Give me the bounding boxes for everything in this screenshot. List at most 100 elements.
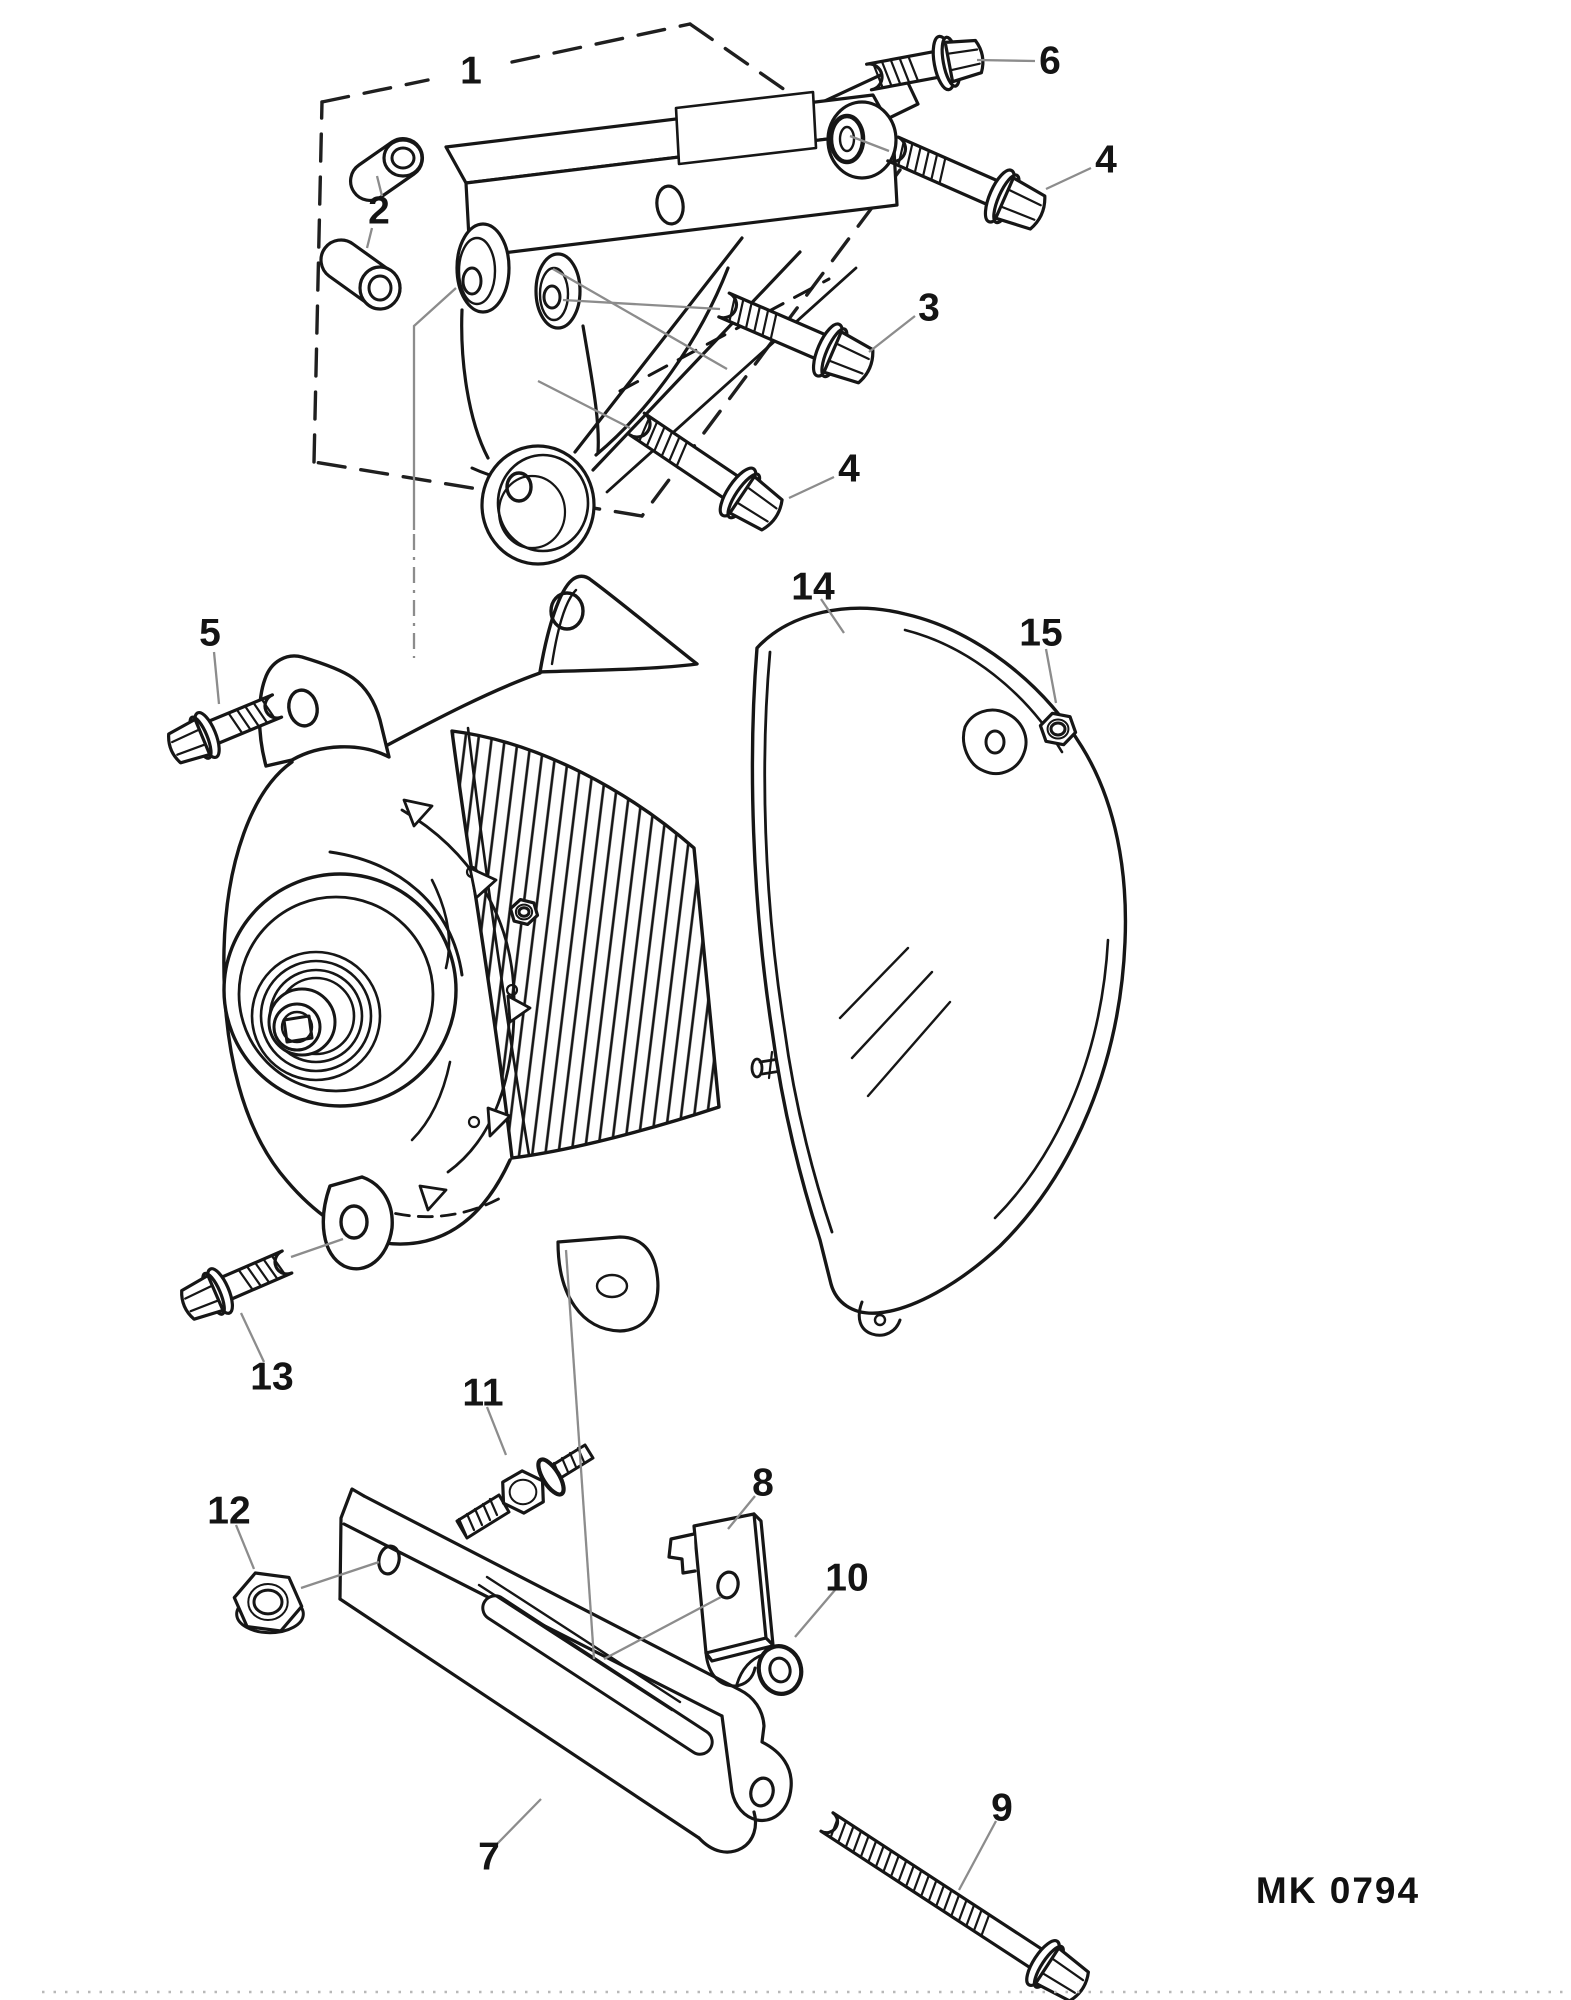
callout-11: 11 bbox=[462, 1372, 508, 1456]
nut-15 bbox=[1038, 711, 1078, 747]
callout-14-leader bbox=[820, 598, 845, 634]
callout-9: 9 bbox=[957, 1787, 1013, 1891]
callout-3: 3 bbox=[868, 287, 940, 353]
bracket-to-alternator-axis bbox=[412, 287, 457, 530]
callout-11-label: 11 bbox=[462, 1372, 503, 1415]
callout-12-label: 12 bbox=[207, 1490, 250, 1533]
bottom-front-lug bbox=[321, 1175, 394, 1271]
callout-9-leader bbox=[957, 1820, 998, 1891]
top-front-lug-hole bbox=[287, 688, 319, 728]
bottom-front-lug-hole bbox=[339, 1204, 369, 1240]
gusset-to-bolt4b bbox=[537, 379, 631, 430]
callout-1: 1 bbox=[460, 50, 482, 93]
callout-15: 15 bbox=[1019, 612, 1063, 704]
clamp-hole-to-slot bbox=[603, 1595, 722, 1661]
front-housing bbox=[222, 671, 542, 1246]
callout-12-leader bbox=[234, 1524, 256, 1570]
callout-10-label: 10 bbox=[825, 1557, 868, 1600]
nut12-to-strap-hole bbox=[300, 1560, 380, 1590]
washer-10 bbox=[756, 1644, 804, 1696]
stator-band bbox=[450, 726, 721, 1160]
cover-ear-hole bbox=[984, 729, 1006, 755]
top-front-lug bbox=[257, 654, 391, 768]
callout-4a-leader bbox=[1045, 166, 1092, 191]
callout-7-leader bbox=[496, 1798, 542, 1845]
callout-13-leader bbox=[239, 1312, 266, 1363]
callout-3-leader bbox=[868, 315, 916, 353]
callout-8: 8 bbox=[727, 1462, 774, 1530]
alternator-to-slot-axis bbox=[564, 1249, 596, 1660]
callout-4b-label: 4 bbox=[838, 448, 860, 491]
callout-5-label: 5 bbox=[199, 612, 221, 655]
callout-15-leader bbox=[1044, 648, 1058, 704]
terminal-nut bbox=[508, 898, 540, 926]
callout-11-leader bbox=[485, 1406, 508, 1456]
big-boss-hole bbox=[505, 471, 533, 503]
callout-2-leader bbox=[375, 175, 384, 197]
callout-8-leader bbox=[727, 1495, 756, 1530]
callout-14: 14 bbox=[791, 566, 845, 634]
callout-2-leader bbox=[365, 227, 374, 249]
callout-4b: 4 bbox=[788, 448, 860, 500]
callout-8-label: 8 bbox=[752, 1462, 774, 1505]
strap-left-hole bbox=[377, 1544, 401, 1576]
callout-1-label: 1 bbox=[460, 50, 482, 93]
alternator bbox=[222, 574, 850, 1333]
callout-6: 6 bbox=[976, 40, 1061, 83]
adjusting-strap bbox=[338, 1487, 793, 1854]
callout-13-label: 13 bbox=[250, 1356, 293, 1399]
callout-9-label: 9 bbox=[991, 1787, 1013, 1830]
second-boss-hole bbox=[542, 284, 562, 310]
bolt-4a bbox=[886, 135, 1047, 231]
callout-4a: 4 bbox=[1045, 139, 1117, 191]
callout-5-leader bbox=[212, 651, 221, 705]
bolt-6 bbox=[865, 34, 985, 92]
bolt13-to-lug-hole bbox=[290, 1237, 344, 1259]
shaft-square-recess bbox=[282, 1014, 314, 1044]
bolt-3 bbox=[717, 291, 875, 385]
nut-11 bbox=[501, 1469, 545, 1515]
callout-7: 7 bbox=[478, 1798, 542, 1879]
strap-slot bbox=[481, 1594, 714, 1756]
mounting-bracket bbox=[444, 64, 920, 566]
nut-12 bbox=[232, 1571, 305, 1635]
boss-to-bolt3 bbox=[562, 298, 721, 311]
top-rear-lug-hole bbox=[549, 591, 585, 631]
strap-tab-hole bbox=[749, 1776, 775, 1808]
callout-4b-leader bbox=[788, 475, 835, 500]
clamp-plate bbox=[667, 1512, 775, 1688]
callout-12: 12 bbox=[207, 1490, 256, 1570]
bracket-hole-cross-line bbox=[552, 268, 728, 370]
eye-to-bolt4a bbox=[849, 134, 890, 153]
callout-7-label: 7 bbox=[478, 1836, 500, 1879]
arm-hole bbox=[655, 184, 685, 226]
callout-10: 10 bbox=[794, 1557, 869, 1638]
bolt-13 bbox=[180, 1249, 294, 1321]
callout-5: 5 bbox=[199, 612, 221, 705]
washer-11 bbox=[536, 1457, 566, 1497]
callout-15-label: 15 bbox=[1019, 612, 1062, 655]
top-rear-lug bbox=[538, 574, 699, 674]
bolt-4b bbox=[628, 411, 784, 532]
callout-4a-label: 4 bbox=[1095, 139, 1117, 182]
spacer-bushes bbox=[319, 137, 424, 311]
bolt-9 bbox=[819, 1811, 1090, 2000]
callout-2-label: 2 bbox=[368, 190, 390, 233]
bolt-5 bbox=[167, 693, 284, 765]
left-boss-hole bbox=[461, 266, 483, 296]
left-boss bbox=[455, 222, 511, 314]
callout-6-label: 6 bbox=[1039, 40, 1061, 83]
callout-14-label: 14 bbox=[791, 566, 835, 609]
bottom-rear-lug bbox=[556, 1235, 660, 1333]
pulley bbox=[222, 850, 464, 1142]
cover-ear bbox=[962, 708, 1028, 776]
callout-10-leader bbox=[794, 1589, 836, 1638]
callout-13: 13 bbox=[239, 1312, 294, 1399]
clamp-hole bbox=[716, 1570, 740, 1600]
rear-cover bbox=[750, 606, 1128, 1337]
callout-3-label: 3 bbox=[918, 287, 940, 330]
callout-2: 2 bbox=[365, 175, 390, 249]
callout-6-leader bbox=[976, 58, 1036, 63]
